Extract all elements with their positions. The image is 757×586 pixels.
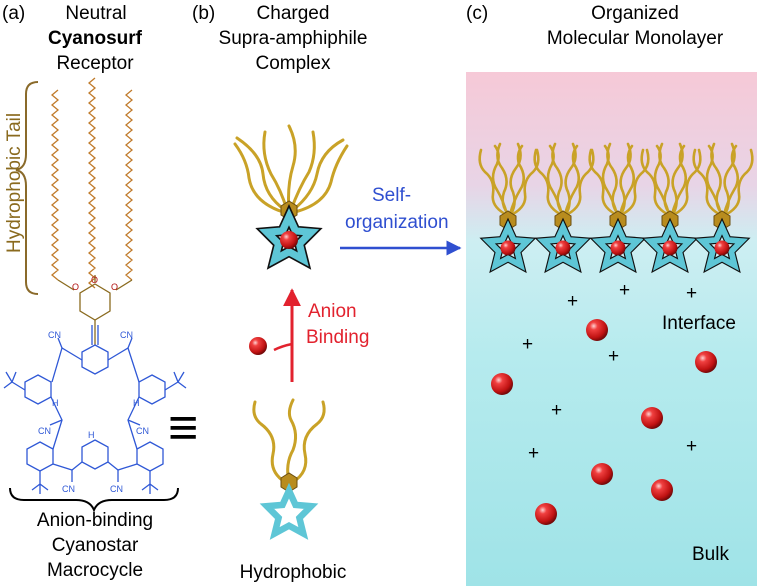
cation-plus: + <box>567 291 579 312</box>
panel-b-title-line2: Supra-amphiphile <box>218 28 368 49</box>
panel-c-title-line2: Molecular Monolayer <box>546 28 724 49</box>
svg-text:CN: CN <box>62 484 75 494</box>
svg-text:H: H <box>52 398 59 408</box>
svg-text:CN: CN <box>136 426 149 436</box>
panel-a-macro-line3: Macrocycle <box>46 560 144 581</box>
svg-text:O: O <box>111 282 118 292</box>
cation-plus: + <box>551 400 563 421</box>
svg-text:CN: CN <box>120 330 133 340</box>
panel-a-letter: (a) <box>2 3 26 24</box>
svg-text:CN: CN <box>110 484 123 494</box>
bound-anion <box>280 231 298 249</box>
cyanostar-macrocycle <box>3 337 187 494</box>
svg-text:CN: CN <box>48 330 61 340</box>
anion-binding-line1: Anion <box>308 301 357 322</box>
equivalence-symbol: ≡ <box>168 399 199 457</box>
self-organization-line1: Self- <box>372 185 412 206</box>
hydrophobic-tail-label: Hydrophobic Tail <box>4 112 25 253</box>
svg-text:CN: CN <box>38 426 51 436</box>
monolayer-background <box>466 72 757 586</box>
svg-text:O: O <box>72 282 79 292</box>
panel-c-title-line1: Organized <box>591 3 679 24</box>
interface-label: Interface <box>662 313 736 334</box>
panel-a-macro-line2: Cyanostar <box>51 535 139 556</box>
svg-text:H: H <box>88 430 95 440</box>
macrocycle-brace <box>9 487 179 513</box>
panel-a-title-line3: Receptor <box>56 53 134 74</box>
panel-b-letter: (b) <box>192 3 216 24</box>
cation-plus: + <box>528 443 540 464</box>
cation-plus: + <box>686 283 698 304</box>
panel-a-macro-line1: Anion-binding <box>36 510 154 531</box>
cation-plus: + <box>522 334 534 355</box>
panel-b-title-line3: Complex <box>255 53 331 74</box>
cation-plus: + <box>619 280 631 301</box>
panel-a-title-line1: Neutral <box>65 3 127 24</box>
free-anion <box>249 337 267 355</box>
cyanosurf-tails <box>50 77 134 289</box>
bulk-label: Bulk <box>692 544 729 565</box>
panel-c-letter: (c) <box>466 3 489 24</box>
cation-plus: + <box>686 436 698 457</box>
svg-text:O: O <box>91 275 98 285</box>
cation-plus: + <box>608 346 620 367</box>
hydrophobic-bottom-label: Hydrophobic <box>239 562 347 583</box>
charged-complex <box>233 124 349 260</box>
aryl-head <box>57 275 133 345</box>
panel-b-title-line1: Charged <box>256 3 330 24</box>
neutral-receptor <box>252 398 326 534</box>
anion-binding-line2: Binding <box>306 327 370 348</box>
svg-text:H: H <box>133 398 140 408</box>
bulk-anions <box>491 319 717 525</box>
panel-a-title-line2: Cyanosurf <box>48 28 142 49</box>
self-organization-line2: organization <box>345 212 449 233</box>
tail-brace <box>15 81 39 295</box>
